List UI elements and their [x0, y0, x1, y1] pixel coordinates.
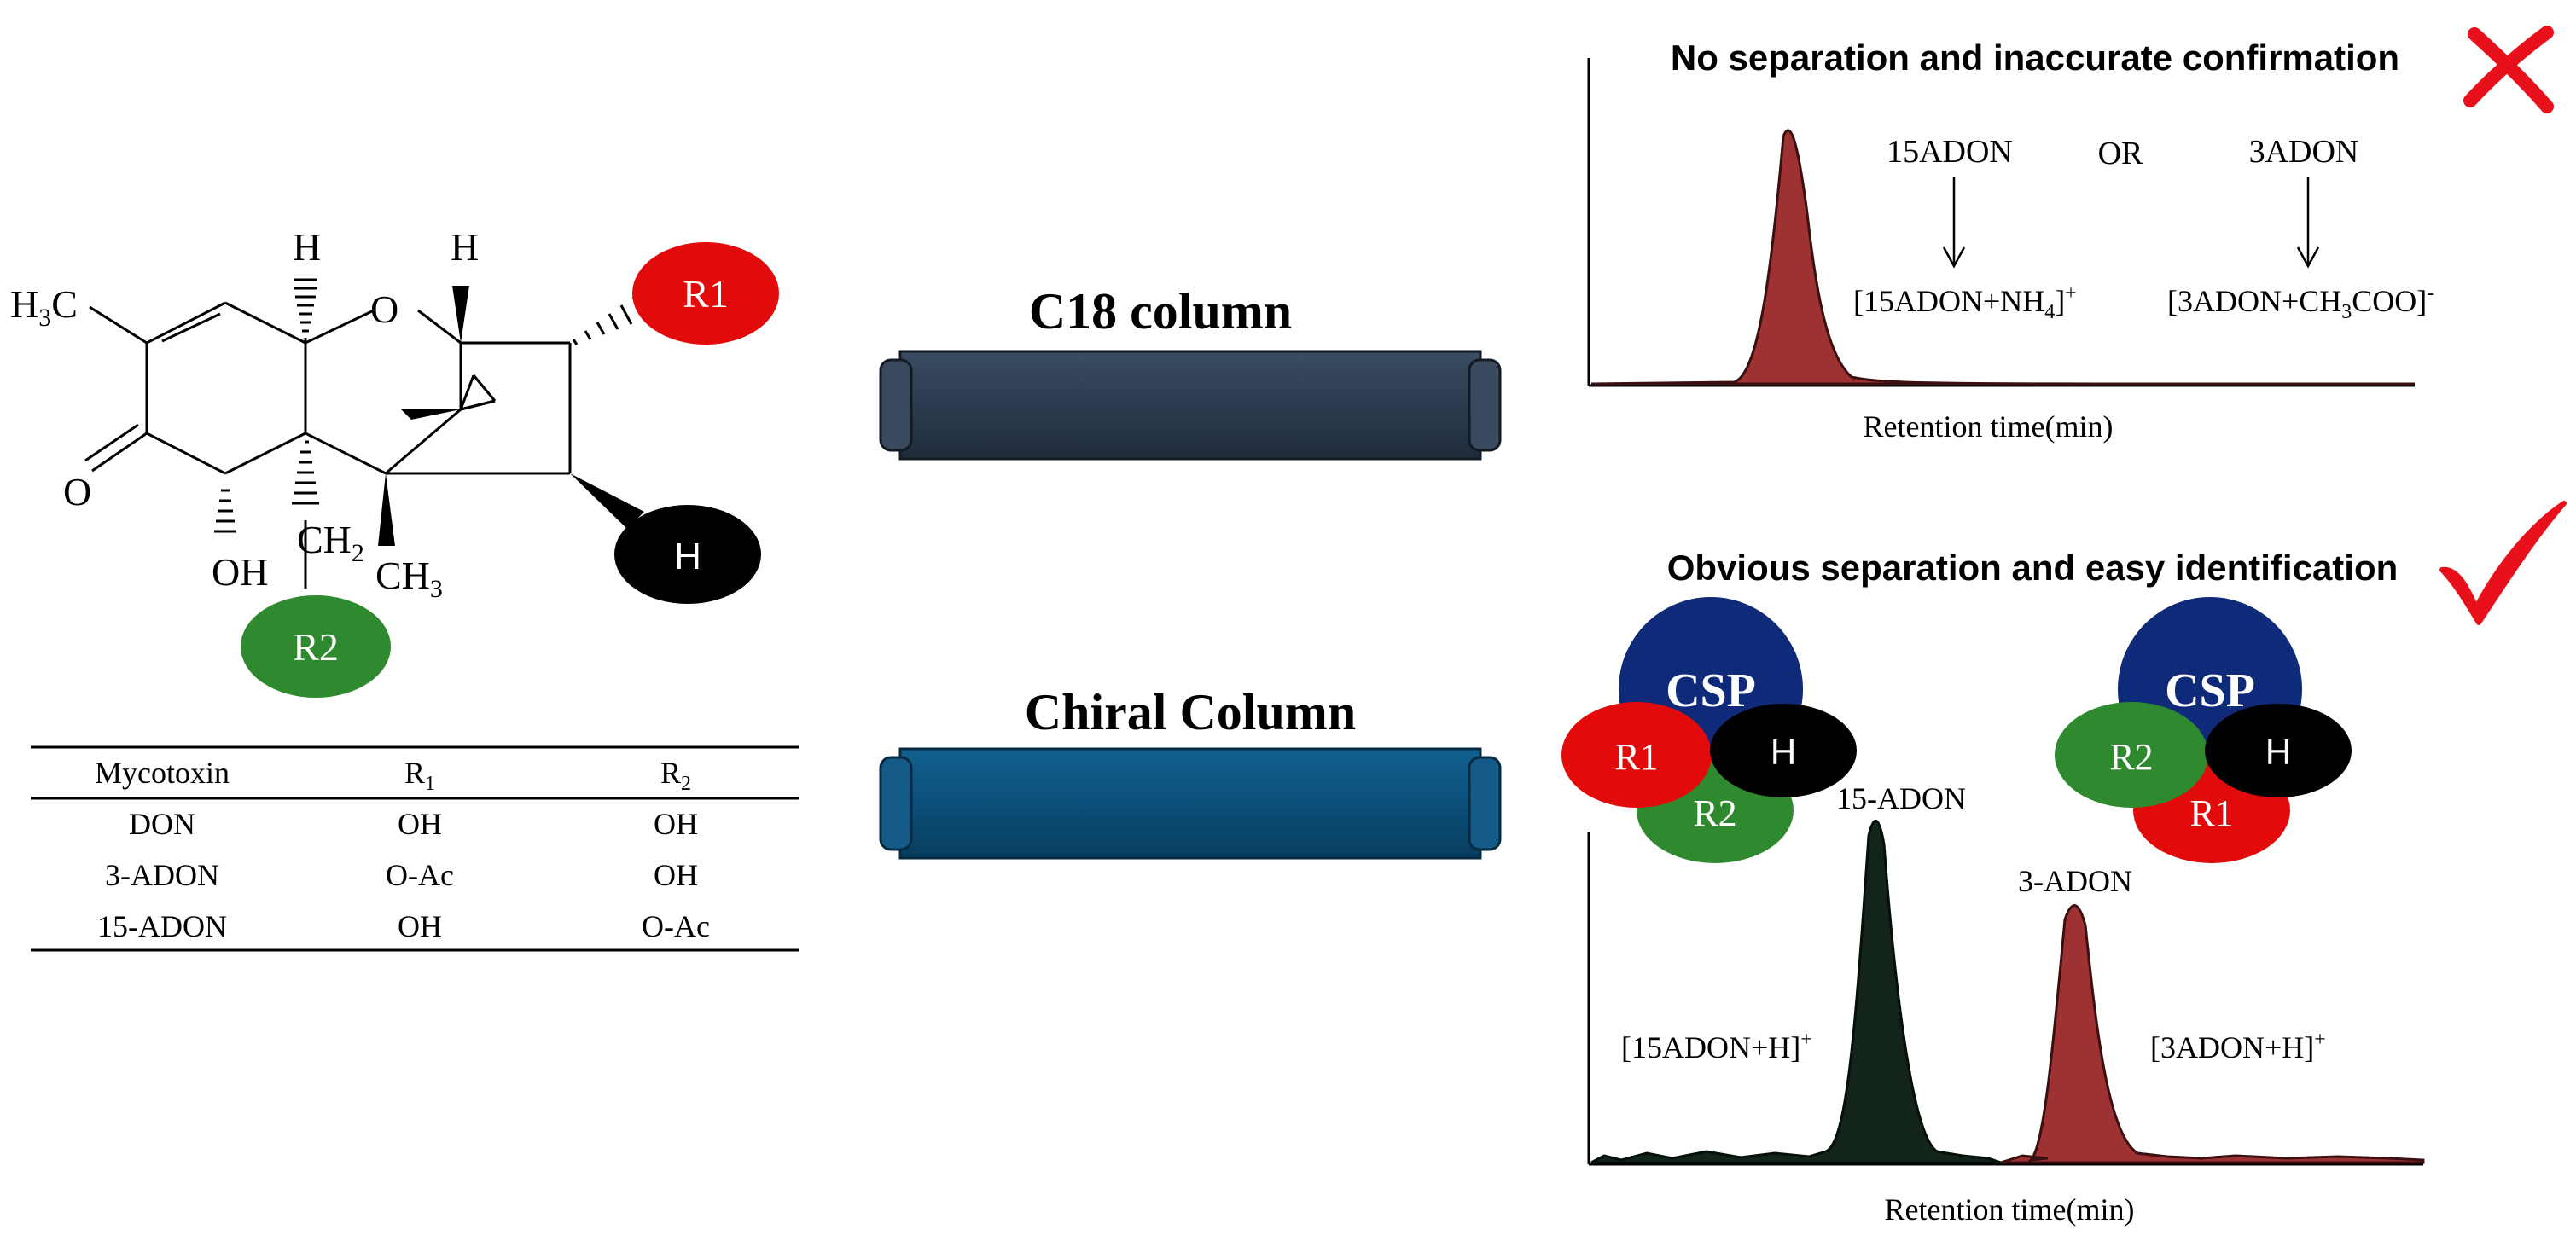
csp-cluster-right: CSP R1 R2 H: [2055, 597, 2352, 863]
svg-text:R2: R2: [2109, 736, 2153, 778]
table-row: DON OH OH: [129, 807, 698, 841]
peak-label-3adon: 3-ADON: [2018, 864, 2132, 898]
substituent-table: Mycotoxin R1 R2 DON OH OH 3-ADON O-Ac OH…: [31, 745, 799, 952]
svg-text:R2: R2: [1693, 792, 1736, 834]
top-ion-3adon: [3ADON+CH3COO]-: [2167, 282, 2434, 323]
svg-text:15-ADON: 15-ADON: [97, 909, 227, 943]
svg-text:CSP: CSP: [2165, 664, 2255, 717]
svg-text:R2: R2: [293, 625, 339, 669]
svg-text:H: H: [1771, 732, 1796, 772]
csp-cluster-left: CSP R2 R1 H: [1561, 597, 1857, 863]
svg-text:R1: R1: [1614, 736, 1658, 778]
top-xlabel: Retention time(min): [1864, 409, 2114, 444]
table-header-r1: R1: [404, 756, 435, 795]
svg-text:OH: OH: [654, 858, 698, 892]
table-header-mycotoxin: Mycotoxin: [95, 756, 230, 790]
chemical-structure: [84, 301, 572, 589]
structure-labels: H H H3C O O OH CH2 CH3: [10, 225, 479, 603]
h-right-label: H: [451, 225, 479, 269]
top-label-15adon: 15ADON: [1887, 134, 2013, 170]
peak-label-15adon: 15-ADON: [1836, 781, 1966, 815]
svg-text:H: H: [2265, 732, 2291, 772]
bottom-panel: Obvious separation and easy identificati…: [1561, 501, 2567, 1227]
top-label-or: OR: [2098, 136, 2143, 171]
bottom-panel-title: Obvious separation and easy identificati…: [1667, 548, 2399, 588]
h-left-label: H: [293, 225, 321, 269]
ch3-label: CH3: [375, 554, 443, 603]
ketone-o-label: O: [63, 470, 91, 513]
top-panel: No separation and inaccurate confirmatio…: [1587, 26, 2554, 444]
r1-substituent: R1: [632, 242, 779, 345]
table-row: 15-ADON OH O-Ac: [97, 909, 710, 943]
svg-text:OH: OH: [398, 909, 442, 943]
bottom-peak-15adon: [1590, 819, 2002, 1164]
top-ion-15adon: [15ADON+NH4]+: [1853, 282, 2077, 323]
oh-label: OH: [212, 550, 268, 594]
svg-text:CSP: CSP: [1666, 664, 1756, 717]
h3c-label: H3C: [10, 282, 78, 332]
c18-column: C18 column: [879, 283, 1502, 461]
top-peak: [1590, 129, 2415, 386]
svg-text:O-Ac: O-Ac: [642, 909, 710, 943]
top-panel-title: No separation and inaccurate confirmatio…: [1671, 38, 2399, 78]
ring-o-label: O: [370, 287, 398, 331]
cross-icon: [2463, 26, 2554, 113]
chiral-column: Chiral Column: [879, 684, 1502, 860]
bottom-xlabel: Retention time(min): [1885, 1192, 2135, 1227]
chiral-label: Chiral Column: [1025, 684, 1356, 740]
bottom-peak-3adon: [2000, 904, 2425, 1164]
bottom-ion-3adon: [3ADON+H]+: [2150, 1029, 2326, 1064]
top-label-3adon: 3ADON: [2249, 134, 2359, 170]
table-header-r2: R2: [660, 756, 691, 795]
ch2-label: CH2: [297, 518, 364, 567]
svg-text:H: H: [674, 536, 701, 577]
svg-text:O-Ac: O-Ac: [386, 858, 454, 892]
c18-label: C18 column: [1029, 283, 1292, 339]
svg-text:R1: R1: [2189, 792, 2233, 834]
stereo-bonds: [214, 278, 647, 546]
svg-text:DON: DON: [129, 807, 195, 841]
check-icon: [2439, 501, 2567, 625]
bottom-ion-15adon: [15ADON+H]+: [1621, 1029, 1812, 1064]
svg-text:3-ADON: 3-ADON: [105, 858, 219, 892]
svg-text:OH: OH: [398, 807, 442, 841]
svg-text:OH: OH: [654, 807, 698, 841]
table-row: 3-ADON O-Ac OH: [105, 858, 698, 892]
svg-text:R1: R1: [683, 272, 729, 316]
r2-substituent: R2: [241, 595, 391, 698]
h-substituent: H: [614, 505, 761, 604]
